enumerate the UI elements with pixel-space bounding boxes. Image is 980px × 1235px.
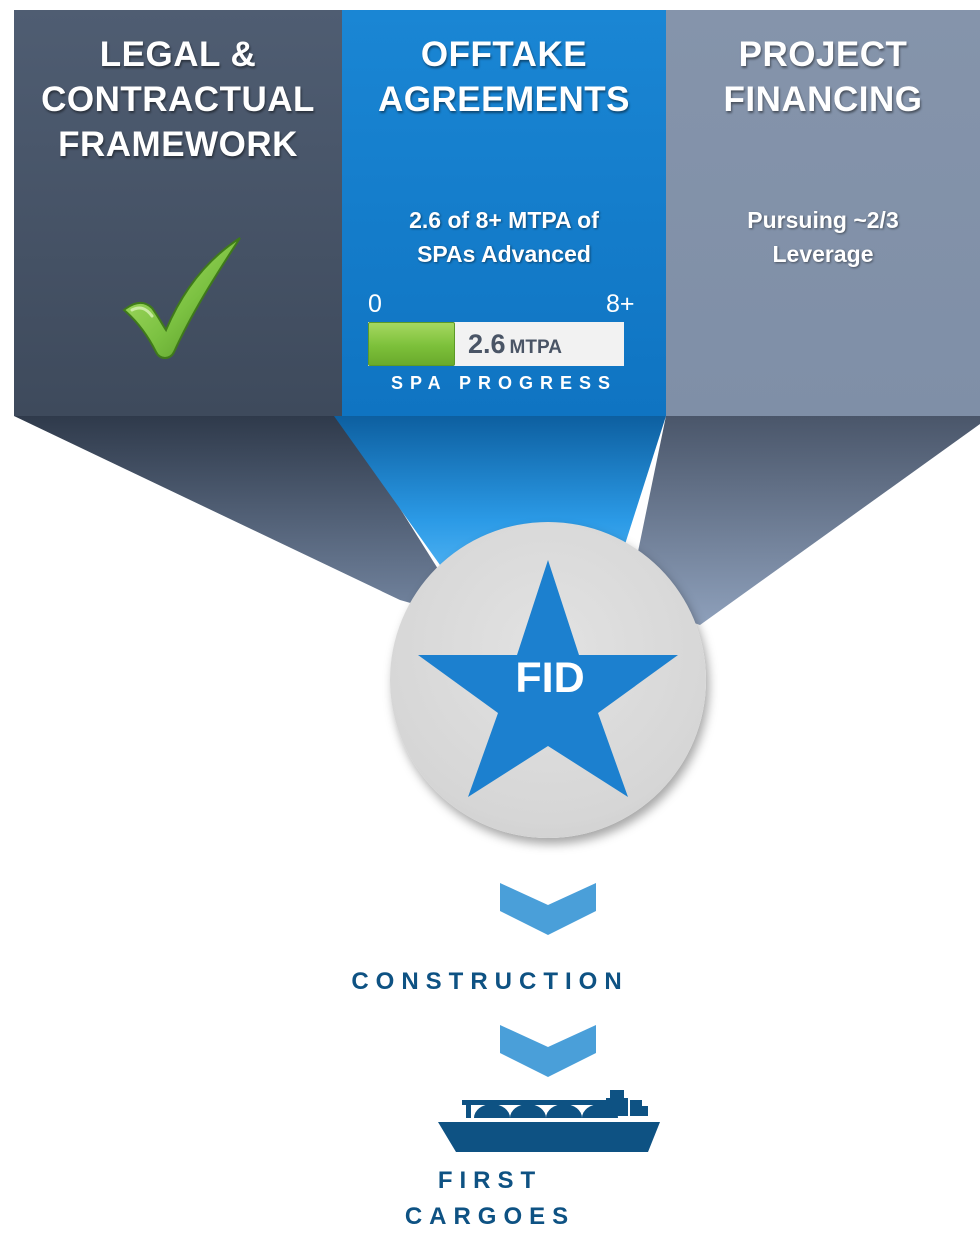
offtake-agreements-title: OFFTAKE AGREEMENTS bbox=[378, 35, 630, 119]
first-cargoes-label: FIRST CARGOES bbox=[404, 1167, 576, 1230]
progress-max-label: 8+ bbox=[606, 290, 635, 318]
progress-value-unit: MTPA bbox=[509, 337, 562, 358]
project-financing-column: PROJECT FINANCING Pursuing ~2/3 Leverage bbox=[666, 10, 980, 416]
project-financing-title: PROJECT FINANCING bbox=[723, 35, 923, 119]
chevron-down-icon bbox=[500, 1025, 596, 1077]
financing-description: Pursuing ~2/3 Leverage bbox=[747, 207, 899, 267]
legal-framework-column: LEGAL & CONTRACTUAL FRAMEWORK bbox=[14, 10, 342, 416]
construction-label: CONSTRUCTION bbox=[351, 968, 629, 995]
progress-value-number: 2.6 bbox=[468, 329, 506, 359]
legal-framework-title: LEGAL & CONTRACTUAL FRAMEWORK bbox=[41, 35, 315, 164]
chevron-down-icon bbox=[500, 883, 596, 935]
offtake-description: 2.6 of 8+ MTPA of SPAs Advanced bbox=[409, 207, 599, 267]
spa-progress-fill bbox=[368, 322, 455, 366]
lng-tanker-icon bbox=[438, 1090, 660, 1152]
progress-caption: SPA PROGRESS bbox=[390, 373, 618, 393]
funnel-left bbox=[14, 416, 470, 620]
checkmark-icon bbox=[122, 237, 241, 359]
spa-progress-bar bbox=[368, 322, 624, 366]
star-icon bbox=[418, 560, 678, 797]
fid-label: FID bbox=[515, 654, 585, 702]
progress-min-label: 0 bbox=[368, 290, 382, 318]
funnel-right bbox=[628, 416, 980, 625]
